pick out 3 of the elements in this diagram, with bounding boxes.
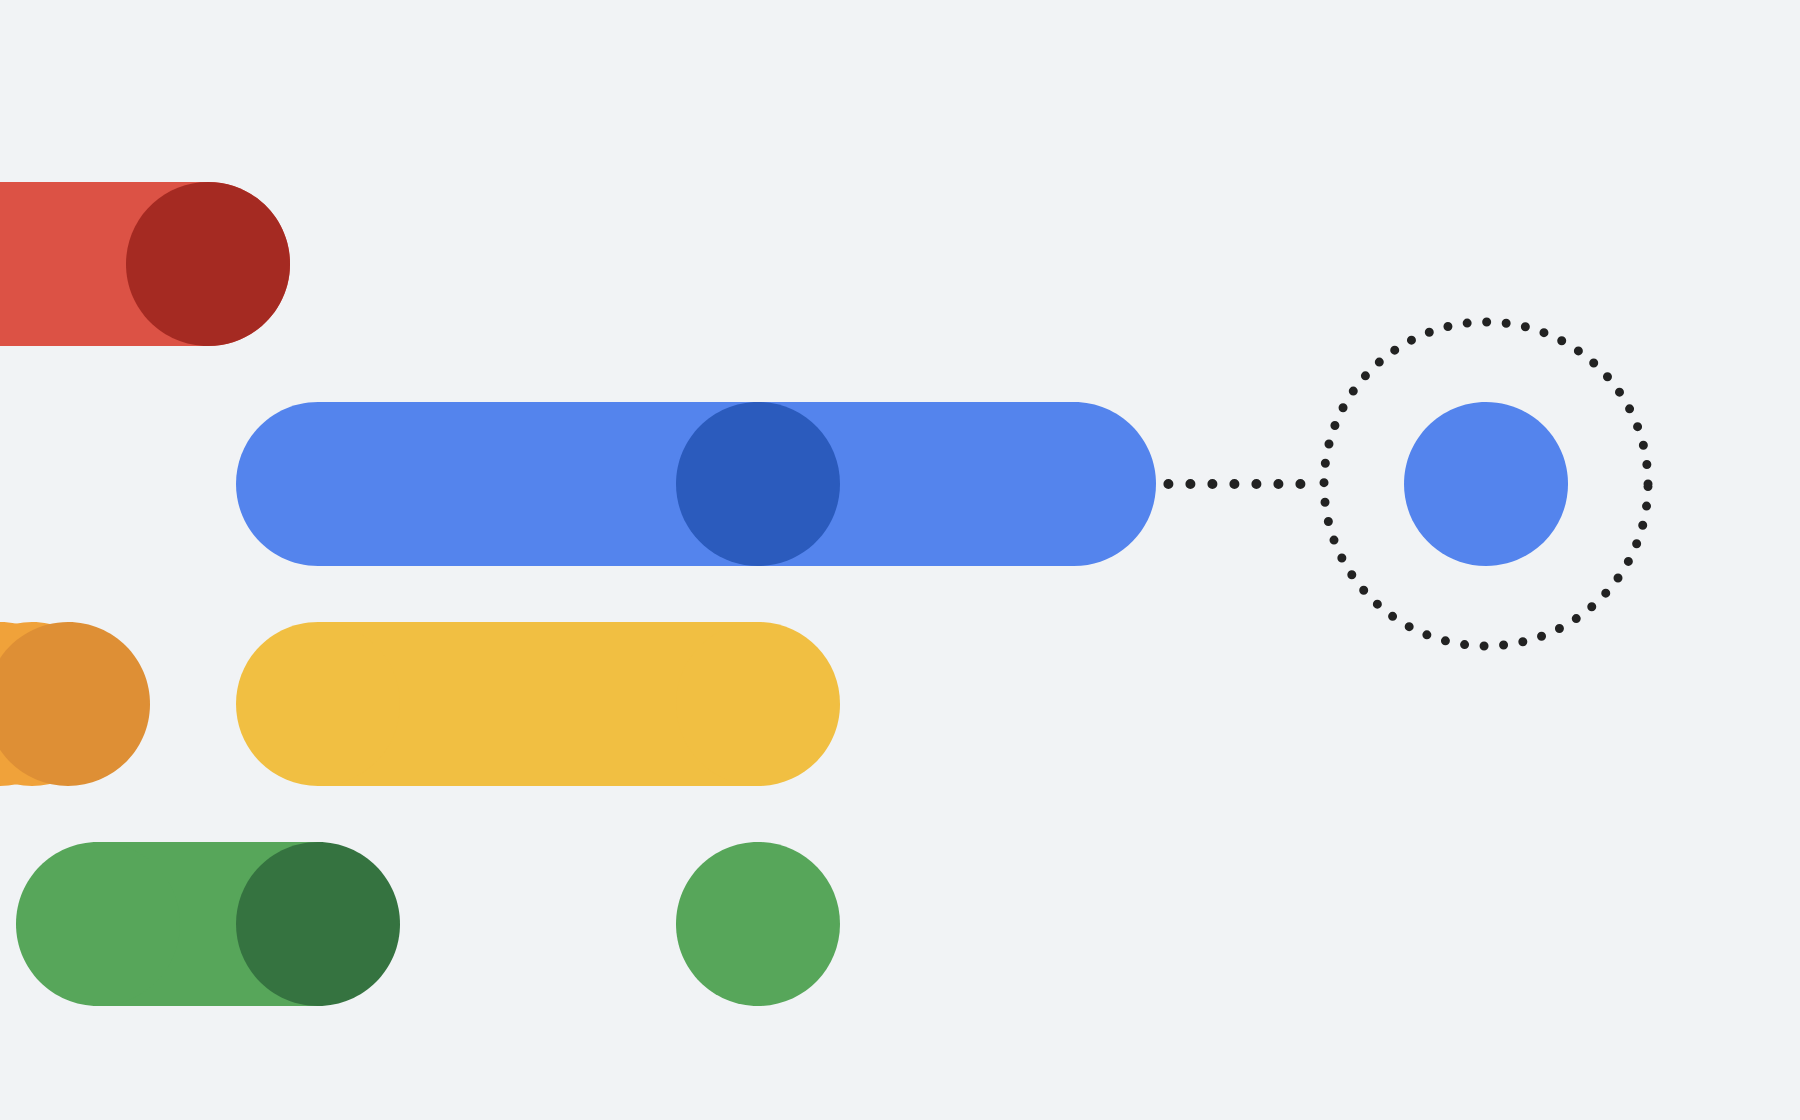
pill-bar — [236, 402, 1156, 566]
circle — [1404, 402, 1568, 566]
dotted-circle — [1319, 317, 1653, 651]
